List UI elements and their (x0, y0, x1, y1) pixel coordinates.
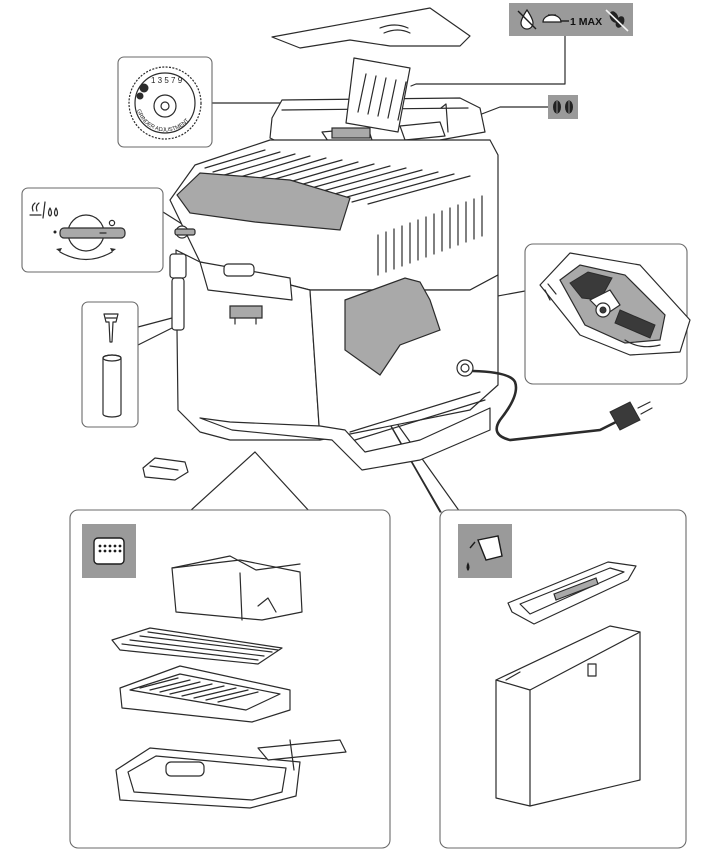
max-dose-label: 1 MAX (570, 16, 602, 28)
milk-frother (169, 253, 187, 331)
frother-parts-callout-box (81, 301, 139, 428)
water-tank-box (439, 509, 687, 849)
water-jug-icon (466, 535, 503, 571)
coffee-beans-icon (553, 100, 573, 114)
power-cord (471, 369, 653, 442)
small-part (142, 457, 189, 481)
no-beans-icon (605, 9, 629, 32)
grinder-dial: 1 3 5 7 9 GRINDER ADJUSTMENT (128, 66, 202, 140)
coffee-grounds-container (171, 555, 303, 621)
top-badge: 1 MAX (509, 3, 633, 36)
drip-tray-parts-box (69, 509, 391, 849)
water-tank-lid (507, 561, 637, 625)
steam-knob (174, 225, 196, 239)
water-tank-badge (458, 524, 512, 578)
drip-tray-badge (82, 524, 136, 578)
no-water-icon (517, 8, 537, 30)
bean-container-lid (271, 7, 471, 49)
coffee-spout (199, 261, 293, 325)
brew-unit-callout-box (524, 243, 691, 385)
steam-knob-callout-box (21, 187, 164, 273)
top-vents (204, 149, 471, 205)
brew-unit (539, 252, 691, 356)
drip-tray-assembly (199, 391, 491, 471)
frother-nozzle (103, 313, 119, 343)
water-tank (495, 625, 641, 807)
scoop (345, 57, 411, 133)
grinder-numbers: 1 3 5 7 9 (151, 76, 183, 85)
grinder-callout-box: 1 3 5 7 9 GRINDER ADJUSTMENT (117, 56, 213, 148)
coffee-machine-body (142, 57, 499, 481)
frother-sleeve (102, 354, 122, 418)
side-vents (377, 195, 483, 276)
beans-badge (548, 95, 578, 119)
drip-tray (119, 665, 291, 723)
drip-tray-grille (111, 627, 283, 665)
scoop-icon (542, 14, 569, 23)
steam-hot-water-icon (29, 201, 59, 219)
drip-tray-icon (93, 537, 125, 565)
drip-tray-base (115, 739, 347, 809)
